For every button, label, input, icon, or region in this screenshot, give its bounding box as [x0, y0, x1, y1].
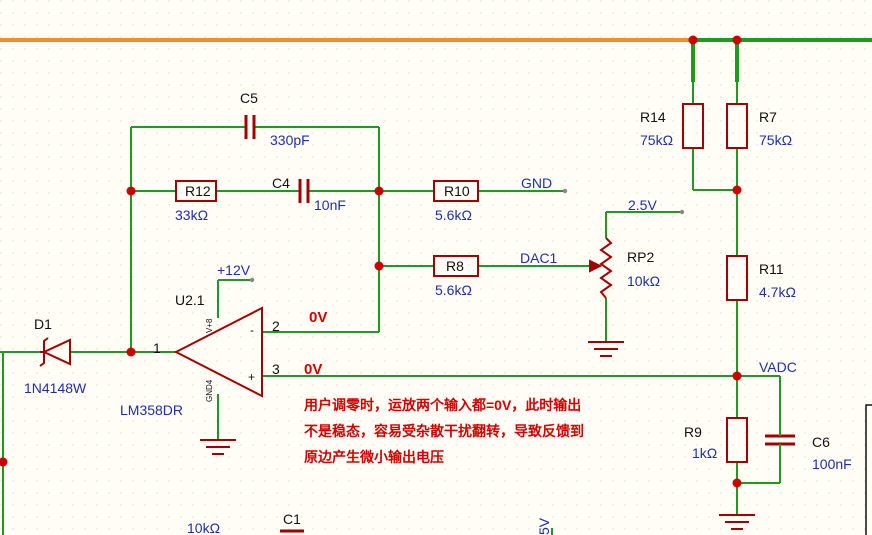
opamp-pin2-label: 2 — [272, 318, 280, 334]
u2-value-label: LM358DR — [120, 402, 183, 418]
dac1-net-label: DAC1 — [520, 250, 558, 266]
r11-ref-label: R11 — [759, 261, 784, 277]
r10-resistor[interactable] — [433, 180, 479, 202]
note-line-2: 不是稳态，容易受杂散干扰翻转，导致反馈到 — [304, 423, 584, 439]
note-line-1: 用户调零时，运放两个输入都=0V，此时输出 — [304, 397, 581, 413]
r12-ref-label: R12 — [185, 183, 211, 199]
u2-ref-label: U2.1 — [175, 292, 205, 308]
v12-net-label: +12V — [217, 262, 251, 278]
v12-net-end — [249, 277, 255, 283]
ground-symbol-pot — [588, 341, 624, 357]
r10-value-label: 5.6kΩ — [435, 207, 472, 223]
rp2-potentiometer[interactable] — [589, 237, 613, 299]
ground-symbol-opamp — [200, 439, 236, 455]
r14-value-label: 75kΩ — [640, 132, 673, 148]
r8-resistor[interactable] — [433, 255, 479, 277]
r8-value-label: 5.6kΩ — [435, 282, 472, 298]
c6-ref-label: C6 — [812, 434, 830, 450]
d1-value-label: 1N4148W — [24, 380, 87, 396]
r9-resistor[interactable] — [726, 417, 748, 463]
c5-capacitor[interactable] — [244, 115, 256, 139]
r12-resistor[interactable] — [175, 180, 217, 202]
opamp-vplus-pin-label: V+8 — [205, 318, 214, 333]
partial-component-outline — [865, 404, 872, 535]
c4-capacitor[interactable] — [298, 179, 310, 203]
partial-resistor-value: 10kΩ — [187, 520, 220, 535]
c6-value-label: 100nF — [812, 456, 852, 472]
opamp-pin1-label: 1 — [153, 340, 161, 356]
r9-ref-label: R9 — [684, 424, 702, 440]
vadc-net-label: VADC — [759, 359, 797, 375]
gnd-net-label: GND — [521, 175, 552, 191]
d1-ref-label: D1 — [34, 316, 52, 332]
rp2-ref-label: RP2 — [627, 249, 654, 265]
r14-ref-label: R14 — [640, 109, 666, 125]
r11-value-label: 4.7kΩ — [759, 284, 796, 300]
opamp-minus-sign: - — [250, 323, 254, 337]
v25-net-end — [679, 209, 685, 215]
c4-value-label: 10nF — [314, 197, 346, 213]
r11-resistor[interactable] — [726, 255, 748, 301]
r7-resistor[interactable] — [726, 103, 748, 149]
rp2-value-label: 10kΩ — [627, 273, 660, 289]
r12-value-label: 33kΩ — [175, 207, 208, 223]
r8-ref-label: R8 — [446, 258, 464, 274]
r10-ref-label: R10 — [444, 183, 470, 199]
u2-opamp[interactable]: - + V+8 GND4 — [173, 306, 263, 402]
c5-value-label: 330pF — [270, 132, 310, 148]
junctions — [0, 35, 742, 488]
opamp-gnd-pin-label: GND4 — [205, 379, 214, 402]
r9-value-label: 1kΩ — [692, 445, 717, 461]
c1-ref-label: C1 — [283, 511, 301, 527]
pin2-voltage-annotation: 0V — [309, 309, 327, 326]
r7-value-label: 75kΩ — [759, 132, 792, 148]
d1-diode[interactable] — [39, 337, 71, 367]
r14-resistor[interactable] — [682, 103, 704, 149]
c4-ref-label: C4 — [272, 175, 290, 191]
ground-symbol-r9 — [719, 514, 755, 530]
opamp-pin3-label: 3 — [272, 361, 280, 377]
r7-ref-label: R7 — [759, 109, 777, 125]
c5-ref-label: C5 — [240, 90, 258, 106]
opamp-plus-sign: + — [248, 370, 255, 384]
gnd-net-end — [562, 188, 568, 194]
partial-voltage-label: 5V — [536, 517, 552, 535]
pin3-voltage-annotation: 0V — [304, 361, 322, 378]
note-line-3: 原边产生微小输出电压 — [304, 449, 444, 465]
wires — [0, 40, 781, 535]
v25-net-label: 2.5V — [628, 197, 657, 213]
